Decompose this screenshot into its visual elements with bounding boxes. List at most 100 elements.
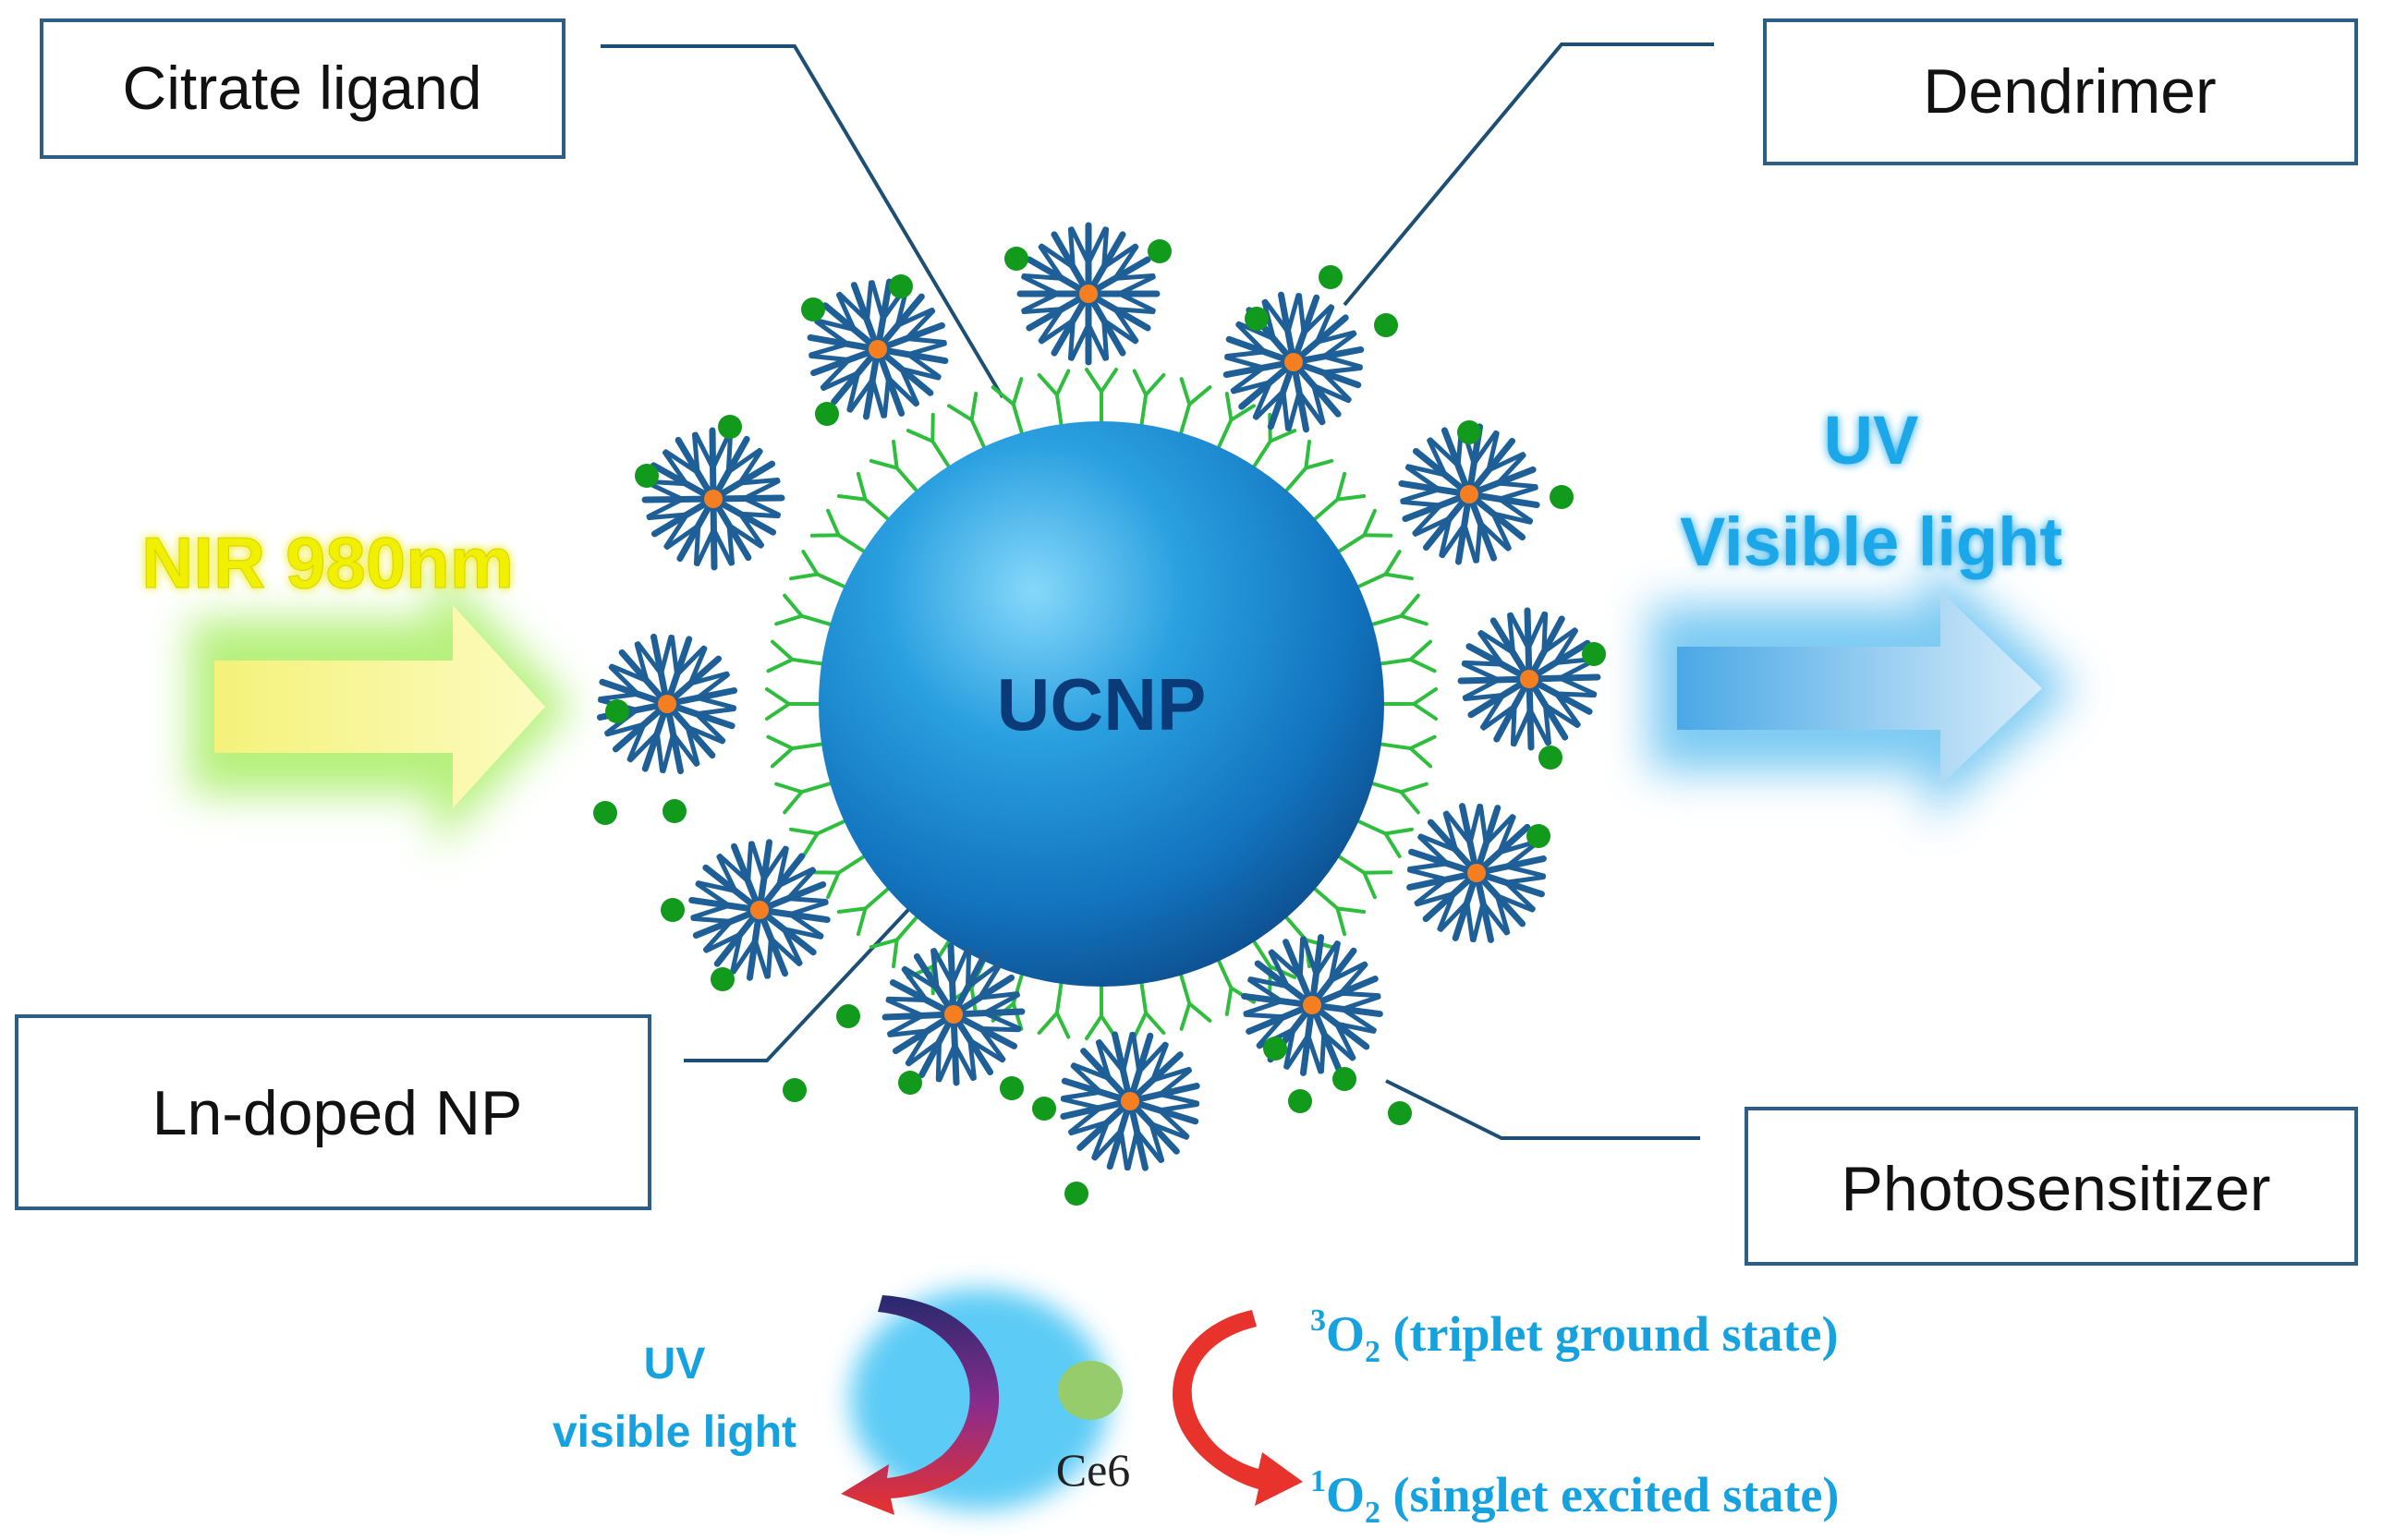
dendrimer-twig [1510, 703, 1517, 746]
dendrimer-twig [693, 523, 701, 566]
dendrimer-twig [1060, 1097, 1103, 1110]
dendrimer-leader [1343, 42, 1714, 307]
dendrimer-twig [1314, 330, 1356, 345]
ligand-mark [1337, 508, 1393, 553]
dendrimer-twig [1247, 976, 1291, 989]
dendrimer [807, 278, 949, 420]
dendrimer-core [704, 490, 723, 508]
ligand-mark [869, 916, 918, 969]
dendrimer-twig [820, 358, 852, 390]
leader-lines [601, 42, 1714, 1140]
ligand-mark [1313, 471, 1367, 521]
dendrimer-twig [725, 431, 734, 475]
dendrimer-twig [886, 1013, 926, 1037]
dendrimer-twig [1296, 293, 1307, 336]
dendrimer-twig [1038, 307, 1064, 344]
uv-curved-arrow [841, 1295, 1000, 1515]
dendrimer-twig [1428, 437, 1461, 468]
dendrimer-core [1079, 285, 1098, 303]
dendrimer-twig [1497, 485, 1538, 502]
dendrimer-twig [1497, 815, 1516, 855]
dendrimer-twig [1461, 661, 1502, 683]
dendrimer-twig [1465, 900, 1475, 942]
singlet-sup: 1 [1310, 1464, 1326, 1498]
photosensitizer-dot [1332, 1067, 1356, 1091]
dendrimer-twig [981, 1011, 1022, 1031]
dendrimer-twig [702, 918, 734, 952]
photosensitizer-dot [815, 402, 839, 426]
photosensitizer-dot [718, 415, 742, 439]
ligand-mark [1370, 593, 1429, 626]
dendrimer-twig [902, 965, 940, 991]
dendrimer-twig [835, 292, 857, 333]
uv-output-line1: UV [1824, 402, 1919, 479]
dendrimer-twig [1508, 612, 1531, 651]
dendrimer-twig [608, 664, 640, 697]
nir-input-arrow [189, 564, 573, 850]
dendrimer-twig [726, 523, 736, 566]
dendrimer-twig [1462, 660, 1505, 667]
dendrimer-twig [1407, 861, 1450, 871]
dendrimer-twig [1112, 244, 1139, 281]
dendrimer-twig [731, 938, 758, 975]
dendrimer-twig [646, 496, 686, 519]
dendrimer-twig [1507, 612, 1516, 656]
dendrimer-twig [981, 992, 1021, 1016]
dendrimer-twig [965, 962, 1002, 990]
triplet-base: O [1326, 1306, 1365, 1362]
triplet-state: 3O2 (triplet ground state) [1310, 1304, 1838, 1369]
dendrimer-twig [634, 641, 650, 684]
dendrimer-twig [1252, 380, 1273, 419]
dendrimer-twig [1338, 990, 1381, 999]
photosensitizer-dot [661, 898, 685, 922]
ligand-mark [1132, 981, 1166, 1039]
mechanism-visible: visible light [553, 1408, 796, 1457]
dendrimer-twig [1504, 841, 1539, 869]
dendrimer-twig [1069, 321, 1091, 361]
dendrimer-twig [1306, 1033, 1323, 1074]
ligand-mark [906, 412, 951, 468]
ligand-mark [1313, 887, 1367, 937]
ligand-mark [836, 887, 890, 937]
uv-output-line2: Visible light [1680, 503, 2062, 580]
dendrimer [688, 839, 831, 981]
dendrimer-twig [809, 341, 850, 358]
citrate-ligand-ring [765, 368, 1438, 1040]
dendrimer-twig [1494, 893, 1535, 913]
dendrimer-twig [1230, 365, 1266, 394]
dendrimer-twig [1039, 318, 1076, 345]
ligand-mark [774, 593, 833, 626]
nir-label: NIR 980nm [141, 522, 514, 603]
dendrimer-twig [1149, 1121, 1165, 1163]
dendrimer-twig [1495, 453, 1526, 486]
dendrimer-twig [1231, 380, 1273, 394]
dendrimer-twig [1437, 891, 1456, 931]
dendrimer-twig [695, 673, 730, 700]
dendrimer-twig [711, 527, 734, 566]
dendrimer-twig [703, 931, 743, 953]
dendrimer-twig [1340, 1006, 1377, 1033]
label-dendrimer: Dendrimer [1763, 18, 2358, 165]
dendrimer-twig [1462, 677, 1502, 700]
dendrimer-twig [781, 927, 803, 966]
dendrimer-twig [1116, 291, 1156, 313]
label-box-citrate [40, 18, 565, 159]
photosensitizer-dot [801, 297, 825, 321]
dendrimer-twig [669, 635, 680, 677]
dendrimer-twig [1039, 243, 1076, 270]
ligand-mark [947, 392, 986, 449]
dendrimer-twig [768, 936, 802, 967]
dendrimer-twig [1021, 291, 1061, 313]
dendrimer-twig [664, 523, 701, 551]
dendrimer-twig [654, 731, 665, 773]
dendrimer-twig [765, 936, 773, 979]
dendrimer-twig [696, 880, 738, 893]
dendrimer-twig [1149, 1121, 1189, 1140]
dendrimer-twig [1503, 875, 1546, 885]
dendrimer-twig [886, 375, 918, 407]
dendrimer-twig [716, 854, 738, 893]
label-citrate: Citrate ligand [40, 18, 565, 159]
dendrimer-twig [1557, 675, 1598, 697]
ligand-mark [1037, 369, 1071, 427]
